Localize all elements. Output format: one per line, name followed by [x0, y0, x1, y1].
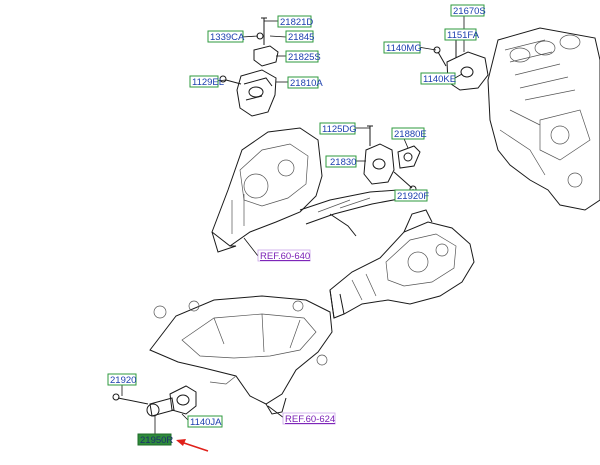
svg-text:REF.60-640: REF.60-640 — [260, 251, 310, 262]
label-21950R-highlighted[interactable]: 21950R — [137, 433, 173, 446]
label-21920F[interactable]: 21920F — [394, 189, 429, 202]
svg-text:1339CA: 1339CA — [210, 32, 245, 43]
label-1140MG[interactable]: 1140MG — [383, 41, 422, 54]
label-21670S[interactable]: 21670S — [450, 4, 486, 17]
svg-text:1140MG: 1140MG — [386, 43, 422, 54]
label-21825S[interactable]: 21825S — [285, 50, 321, 63]
label-1140KE[interactable]: 1140KE — [420, 72, 456, 85]
svg-text:21880E: 21880E — [394, 129, 427, 140]
svg-text:21950R: 21950R — [140, 435, 173, 446]
label-1125DG[interactable]: 1125DG — [319, 122, 357, 135]
front-frame-left-drawing — [211, 127, 405, 253]
engine-mount-bracket-drawing — [219, 17, 279, 117]
roll-rod-drawing — [112, 385, 197, 425]
svg-text:21830: 21830 — [330, 157, 356, 168]
svg-text:21821D: 21821D — [280, 17, 313, 28]
subframe-drawing — [149, 295, 333, 415]
label-21880E[interactable]: 21880E — [391, 127, 427, 140]
svg-text:21670S: 21670S — [453, 6, 486, 17]
label-1151FA[interactable]: 1151FA — [444, 28, 480, 41]
svg-text:1151FA: 1151FA — [447, 30, 480, 41]
label-21810A[interactable]: 21810A — [287, 76, 323, 89]
front-frame-right-drawing — [329, 209, 475, 319]
label-1339CA[interactable]: 1339CA — [207, 30, 245, 43]
ref-link-60-640[interactable]: REF.60-640 — [257, 249, 311, 262]
ref-link-60-624[interactable]: REF.60-624 — [282, 412, 336, 425]
svg-text:1129EL: 1129EL — [192, 77, 224, 88]
red-arrow-pointer — [176, 439, 209, 452]
svg-text:21920: 21920 — [110, 375, 136, 386]
label-1129EL[interactable]: 1129EL — [189, 75, 224, 88]
label-21821D[interactable]: 21821D — [277, 15, 313, 28]
svg-text:21845: 21845 — [288, 32, 314, 43]
engine-block-drawing — [487, 27, 600, 211]
middle-mount-drawing — [363, 125, 421, 193]
svg-text:1125DG: 1125DG — [322, 124, 357, 135]
svg-text:21825S: 21825S — [288, 52, 321, 63]
label-21830[interactable]: 21830 — [325, 155, 357, 168]
svg-text:1140KE: 1140KE — [423, 74, 456, 85]
label-21845[interactable]: 21845 — [285, 30, 314, 43]
label-21920[interactable]: 21920 — [107, 373, 137, 386]
svg-text:REF.60-624: REF.60-624 — [285, 414, 335, 425]
svg-text:1140JA: 1140JA — [190, 417, 222, 428]
svg-text:21920F: 21920F — [397, 191, 429, 202]
svg-text:21810A: 21810A — [290, 78, 323, 89]
label-1140JA[interactable]: 1140JA — [187, 415, 223, 428]
